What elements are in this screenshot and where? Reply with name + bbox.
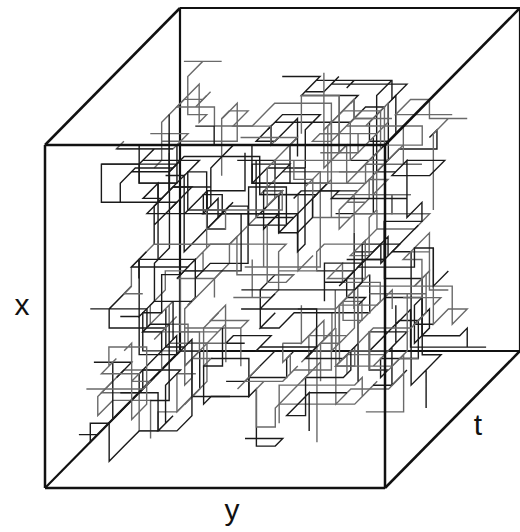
cube-edge bbox=[385, 8, 520, 145]
cube-edge bbox=[385, 351, 520, 488]
cube-edge bbox=[384, 145, 387, 488]
worldline bbox=[173, 145, 290, 206]
worldline bbox=[101, 145, 199, 210]
worldline bbox=[143, 183, 207, 301]
worldline bbox=[124, 225, 294, 297]
worldline bbox=[211, 358, 283, 446]
worldline bbox=[131, 252, 188, 393]
axis-label: x bbox=[15, 290, 30, 320]
worldline bbox=[143, 324, 177, 400]
worldline bbox=[143, 244, 230, 339]
worldline bbox=[279, 160, 449, 286]
worldline bbox=[90, 286, 230, 404]
cube-edge bbox=[45, 144, 385, 147]
cube-edge bbox=[45, 8, 180, 145]
worldline bbox=[283, 275, 370, 382]
worldline bbox=[169, 271, 222, 385]
worldline bbox=[230, 73, 332, 244]
worldline bbox=[188, 206, 248, 305]
axis-label: y bbox=[225, 495, 240, 525]
worldline bbox=[268, 96, 404, 168]
cube-edge bbox=[44, 145, 47, 488]
cube-edge bbox=[180, 7, 520, 9]
worldline bbox=[241, 225, 418, 301]
worldline bbox=[294, 320, 332, 370]
worldline bbox=[238, 343, 321, 427]
worldline bbox=[347, 244, 441, 408]
worldline bbox=[241, 294, 317, 355]
worldline bbox=[336, 275, 427, 366]
worldline bbox=[403, 233, 467, 324]
cube-edge bbox=[45, 351, 180, 488]
worldline bbox=[301, 96, 422, 184]
worldline bbox=[188, 111, 297, 248]
cube-edge bbox=[519, 8, 520, 351]
worldline bbox=[86, 343, 150, 419]
worldline bbox=[169, 115, 305, 252]
cube-edge bbox=[45, 487, 385, 490]
worldline bbox=[321, 290, 385, 381]
axis-label: t bbox=[474, 410, 482, 440]
worldline bbox=[204, 328, 359, 431]
worldline bbox=[336, 328, 404, 412]
